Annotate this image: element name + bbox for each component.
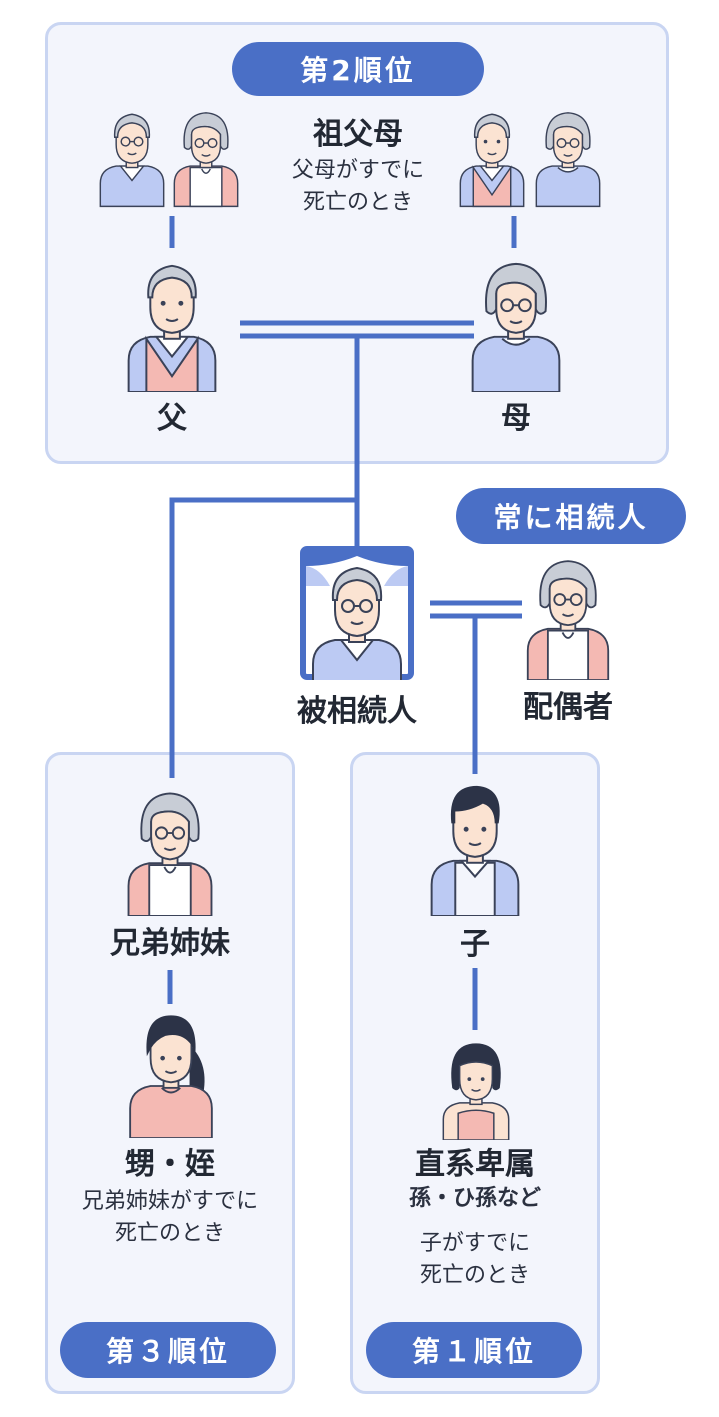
descendants-sub-label: 孫・ひ孫など: [408, 1186, 541, 1211]
child-label: 子: [460, 927, 490, 962]
spouse-label: 配偶者: [523, 690, 613, 725]
child-icon: [420, 778, 530, 916]
father-icon: [118, 254, 226, 392]
rank1-badge: 第１順位: [366, 1322, 582, 1378]
descendants-label: 直系卑属: [415, 1147, 535, 1182]
nephew-niece-icon: [124, 1008, 218, 1138]
nephews-note-line1: 兄弟姉妹がすでに: [81, 1189, 259, 1214]
grandmother-paternal-icon: [170, 104, 242, 208]
descendants-note-line1: 子がすでに: [419, 1231, 531, 1256]
parents-to-siblings-link: [169, 497, 357, 778]
spouse-icon: [520, 552, 616, 680]
grandfather-paternal-icon: [96, 104, 168, 208]
rank3-badge: 第３順位: [60, 1322, 276, 1378]
always-heir-badge: 常に相続人: [456, 488, 686, 544]
mother-label: 母: [501, 401, 531, 436]
deceased-portrait-icon: [300, 546, 414, 680]
descendants-note-line2: 死亡のとき: [419, 1263, 530, 1288]
mother-icon: [462, 254, 570, 392]
nephews-note-line2: 死亡のとき: [114, 1221, 225, 1246]
grandparents-note-line2: 死亡のとき: [302, 190, 413, 215]
siblings-label: 兄弟姉妹: [110, 926, 230, 961]
grandparents-note-line1: 父母がすでに: [291, 158, 425, 183]
father-label: 父: [157, 401, 187, 436]
sibling-icon: [120, 784, 220, 916]
nephews-nieces-label: 甥・姪: [125, 1147, 215, 1182]
grandchild-icon: [438, 1036, 514, 1140]
grandmother-maternal-icon: [532, 104, 604, 208]
deceased-label: 被相続人: [297, 694, 417, 729]
rank2-badge: 第2順位: [232, 42, 484, 96]
grandparents-label: 祖父母: [313, 117, 403, 152]
